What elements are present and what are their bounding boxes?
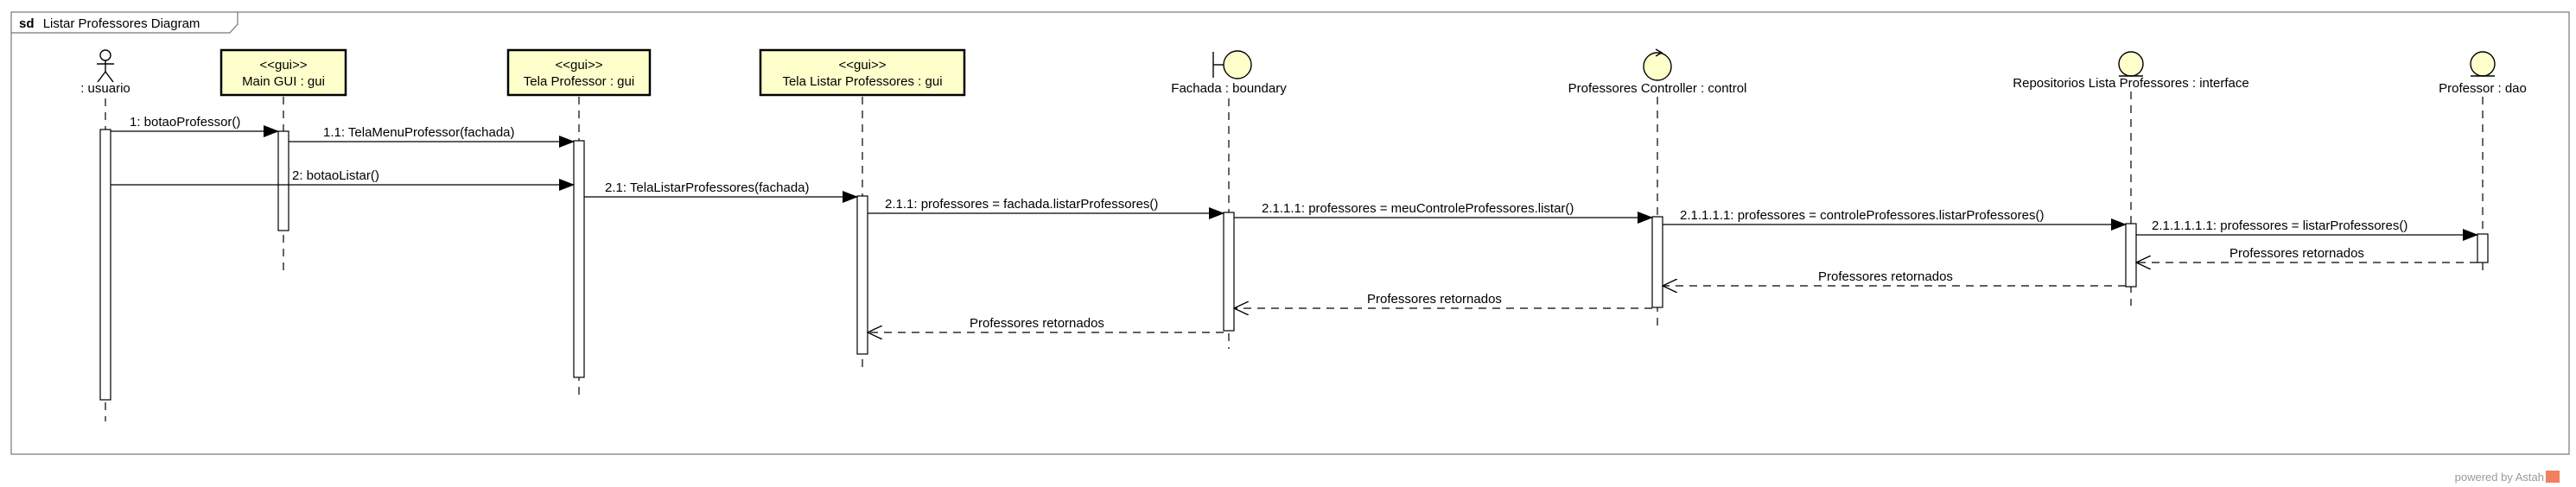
message-1[interactable]: 1: botaoProfessor() bbox=[111, 115, 279, 137]
activation-tela-professor bbox=[573, 140, 585, 378]
message-2-1-1-1-1[interactable]: 2.1.1.1.1: professores = controleProfess… bbox=[1663, 208, 2127, 231]
activation-professor-dao bbox=[2477, 233, 2489, 263]
message-2-1-1-1-1-1-label: 2.1.1.1.1.1: professores = listarProfess… bbox=[2152, 218, 2407, 233]
activation-bars bbox=[99, 129, 2489, 401]
entity-icon bbox=[2470, 51, 2496, 77]
return-controller-to-fachada[interactable]: Professores retornados bbox=[1234, 292, 1652, 308]
activation-controller bbox=[1651, 216, 1663, 308]
actor-icon bbox=[97, 49, 114, 83]
activation-repositorios bbox=[2125, 223, 2137, 288]
activation-main-gui bbox=[277, 130, 289, 231]
lifeline-head-professores-controller[interactable]: Professores Controller : control bbox=[1568, 48, 1747, 96]
activation-usuario bbox=[99, 129, 111, 401]
lifeline-label-tela-listar: Tela Listar Professores : gui bbox=[782, 74, 942, 89]
message-2-1-1-1[interactable]: 2.1.1.1: professores = meuControleProfes… bbox=[1234, 201, 1653, 224]
lifeline-heads: : usuario <<gui>> Main GUI : gui <<gui>>… bbox=[80, 48, 2527, 97]
lifeline-label-fachada: Fachada : boundary bbox=[1171, 81, 1287, 96]
message-1-1-label: 1.1: TelaMenuProfessor(fachada) bbox=[323, 125, 515, 140]
stereotype-main-gui: <<gui>> bbox=[259, 58, 307, 73]
message-1-label: 1: botaoProfessor() bbox=[130, 115, 240, 130]
astah-footer: powered by Astah bbox=[2455, 471, 2560, 484]
stereotype-tela-listar: <<gui>> bbox=[838, 58, 886, 73]
message-1-1[interactable]: 1.1: TelaMenuProfessor(fachada) bbox=[289, 125, 575, 148]
message-2[interactable]: 2: botaoListar() bbox=[111, 168, 575, 191]
message-2-1-label: 2.1: TelaListarProfessores(fachada) bbox=[605, 180, 810, 195]
frame-name: Listar Professores Diagram bbox=[43, 16, 200, 31]
message-2-1-1-1-label: 2.1.1.1: professores = meuControleProfes… bbox=[1262, 201, 1574, 216]
boundary-icon bbox=[1212, 50, 1252, 79]
lifeline-label-tela-professor: Tela Professor : gui bbox=[524, 74, 634, 89]
lifeline-head-tela-listar-professores[interactable]: <<gui>> Tela Listar Professores : gui bbox=[759, 48, 966, 97]
return-1-label: Professores retornados bbox=[2229, 246, 2364, 261]
lifeline-label-controller: Professores Controller : control bbox=[1568, 81, 1747, 96]
messages: 1: botaoProfessor() 1.1: TelaMenuProfess… bbox=[111, 115, 2478, 332]
message-2-1[interactable]: 2.1: TelaListarProfessores(fachada) bbox=[584, 180, 858, 203]
activation-fachada bbox=[1223, 212, 1235, 332]
message-2-1-1-1-1-label: 2.1.1.1.1: professores = controleProfess… bbox=[1680, 208, 2044, 223]
message-2-1-1-label: 2.1.1: professores = fachada.listarProfe… bbox=[885, 197, 1158, 212]
return-repositorios-to-controller[interactable]: Professores retornados bbox=[1663, 269, 2126, 286]
frame-keyword: sd bbox=[19, 16, 35, 31]
lifeline-head-fachada[interactable]: Fachada : boundary bbox=[1171, 50, 1287, 96]
lifeline-head-main-gui[interactable]: <<gui>> Main GUI : gui bbox=[219, 48, 347, 97]
message-2-1-1-1-1-1[interactable]: 2.1.1.1.1.1: professores = listarProfess… bbox=[2136, 218, 2478, 241]
lifeline-head-tela-professor[interactable]: <<gui>> Tela Professor : gui bbox=[506, 48, 652, 97]
message-2-1-1[interactable]: 2.1.1: professores = fachada.listarProfe… bbox=[868, 197, 1224, 219]
stereotype-tela-professor: <<gui>> bbox=[555, 58, 602, 73]
astah-logo-icon bbox=[2546, 471, 2560, 483]
control-icon bbox=[1643, 48, 1672, 81]
lifeline-head-usuario[interactable]: : usuario bbox=[80, 49, 130, 96]
lifeline-head-professor-dao[interactable]: Professor : dao bbox=[2439, 51, 2527, 96]
lifeline-head-repositorios[interactable]: Repositorios Lista Professores : interfa… bbox=[2013, 51, 2249, 91]
return-4-label: Professores retornados bbox=[970, 316, 1104, 331]
diagram-frame: sd Listar Professores Diagram bbox=[10, 11, 2570, 455]
footer-text: powered by Astah bbox=[2455, 471, 2544, 484]
return-2-label: Professores retornados bbox=[1818, 269, 1953, 284]
return-3-label: Professores retornados bbox=[1367, 292, 1502, 307]
lifeline-label-usuario: : usuario bbox=[80, 81, 130, 96]
lifeline-label-professor-dao: Professor : dao bbox=[2439, 81, 2527, 96]
frame-title: sd Listar Professores Diagram bbox=[19, 16, 200, 31]
entity-icon bbox=[2118, 51, 2144, 77]
message-2-label: 2: botaoListar() bbox=[292, 168, 379, 183]
lifeline-label-main-gui: Main GUI : gui bbox=[242, 74, 325, 89]
activation-tela-listar bbox=[856, 195, 868, 355]
return-professor-to-repositorios[interactable]: Professores retornados bbox=[2136, 246, 2477, 262]
return-fachada-to-tela-listar[interactable]: Professores retornados bbox=[868, 316, 1224, 332]
lifeline-label-repositorios: Repositorios Lista Professores : interfa… bbox=[2013, 76, 2248, 91]
